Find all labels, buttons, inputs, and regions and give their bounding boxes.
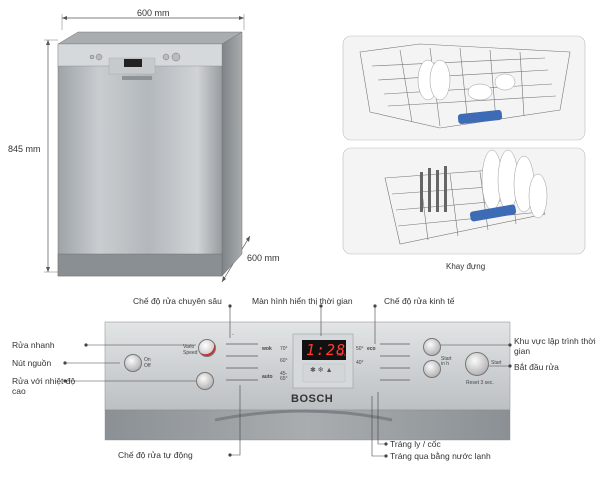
label-quick-wash: Rửa nhanh (12, 340, 55, 350)
indicator-icons: ✱ ❄ ▲ (310, 367, 333, 374)
half-load-button[interactable] (196, 372, 214, 390)
rack-caption: Khay đựng (446, 262, 486, 271)
eco-label: eco (367, 346, 376, 352)
power-button[interactable] (124, 354, 142, 372)
label-display: Màn hình hiển thị thời gian (252, 296, 353, 306)
label-high-temp: Rửa với nhiệt độ cao (12, 376, 76, 396)
depth-label: 600 mm (247, 253, 280, 263)
start-in-text: Start in h (441, 356, 452, 367)
label-glass: Tráng ly / cốc (390, 439, 441, 449)
start-in-button[interactable] (423, 360, 441, 378)
wok-temp: 70° (280, 346, 288, 352)
time-display: 1:28 (306, 341, 347, 359)
delay-button[interactable] (423, 338, 441, 356)
label-power: Nút nguồn (12, 358, 52, 368)
label-start-wash: Bắt đầu rửa (514, 362, 559, 372)
rack-drawings (342, 35, 586, 255)
label-eco-mode: Chế độ rửa kinh tế (384, 296, 455, 306)
reset-text: Reset 3 sec. (466, 380, 494, 386)
brand-logo: BOSCH (291, 393, 334, 405)
vario-speed-button[interactable] (198, 339, 216, 357)
normal-temp: 60° (280, 358, 288, 364)
quick-temp: 40° (356, 360, 364, 366)
label-intensive: Chế độ rửa chuyên sâu (133, 296, 222, 306)
vario-speed-text: Vario Speed (183, 344, 198, 356)
time-unit: min. (337, 352, 347, 358)
height-label: 845 mm (8, 144, 41, 154)
auto-label: auto (262, 374, 273, 380)
start-button[interactable] (465, 352, 489, 376)
eco-temp: 50° (356, 346, 364, 352)
label-delay-area: Khu vực lập trình thời gian (514, 336, 596, 356)
width-label: 600 mm (137, 8, 170, 18)
label-rinse: Tráng qua bằng nước lạnh (390, 451, 491, 461)
auto-temp: 45-65° (280, 371, 288, 382)
wok-label: wok (262, 346, 272, 352)
dimension-lines (44, 14, 251, 283)
on-off-text: On Off (144, 357, 151, 369)
label-auto-mode: Chế độ rửa tự động (118, 450, 193, 460)
power-icon: ◦ (232, 332, 234, 338)
start-text: Start (491, 360, 502, 366)
